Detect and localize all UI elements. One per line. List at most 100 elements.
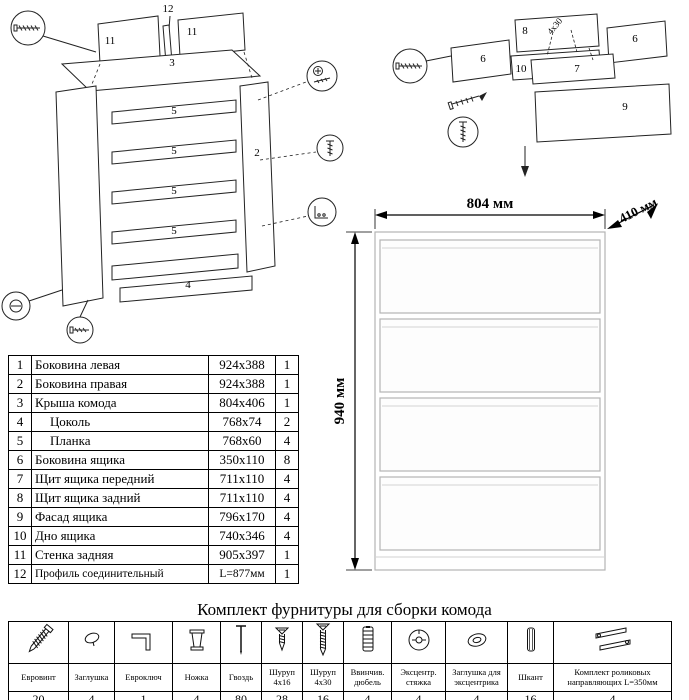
screw-head-icon <box>313 66 331 84</box>
part-name: Щит ящика передний <box>31 469 209 489</box>
part-number: 8 <box>8 488 32 508</box>
part-qty: 4 <box>275 469 299 489</box>
hardware-label: Шуруп 4x16 <box>261 663 303 692</box>
down-arrow-icon <box>521 146 529 177</box>
cam-icon <box>9 299 23 313</box>
screw-16-cell <box>261 621 303 664</box>
callout-6-left: 6 <box>480 53 486 65</box>
callout-2: 2 <box>254 147 260 159</box>
cam-lock-icon <box>408 629 429 651</box>
drawer-axes <box>546 29 594 61</box>
part-qty: 1 <box>275 545 299 565</box>
part-number: 6 <box>8 450 32 470</box>
part-number: 2 <box>8 374 32 394</box>
callout-5b: 5 <box>171 145 177 157</box>
leg-cell <box>172 621 221 664</box>
part-qty: 2 <box>275 412 299 432</box>
callout-5d: 5 <box>171 225 177 237</box>
frame-exploded-diagram: 12 11 11 3 5 5 5 5 2 4 <box>1 3 344 344</box>
part-name: Планка <box>31 431 209 451</box>
hardware-qty: 16 <box>507 691 554 700</box>
hardware-label: Шкант <box>507 663 554 692</box>
euro-screw-icon <box>27 623 54 653</box>
hardware-qty: 20 <box>8 691 69 700</box>
callout-5c: 5 <box>171 185 177 197</box>
hardware-qty: 16 <box>302 691 344 700</box>
part-size: 740x346 <box>208 526 276 546</box>
drawer-exploded-diagram: 8 6 6 10 7 9 4x30 <box>392 13 672 177</box>
part-qty: 1 <box>275 374 299 394</box>
hardware-label: Ввинчив. дюбель <box>343 663 392 692</box>
callout-9: 9 <box>622 101 628 113</box>
depth-label: 410 мм <box>617 195 660 226</box>
table-row: 9 Фасад ящика 796x170 4 <box>8 507 299 527</box>
part-qty: 4 <box>275 488 299 508</box>
part-size: 796x170 <box>208 507 276 527</box>
callout-4: 4 <box>185 279 191 291</box>
table-row: 1 Боковина левая 924x388 1 <box>8 355 299 375</box>
table-row: 8 Щит ящика задний 711x110 4 <box>8 488 299 508</box>
screw-4x30-icon <box>315 623 331 657</box>
part-number: 12 <box>8 564 32 584</box>
callout-7: 7 <box>574 63 580 75</box>
part-number: 9 <box>8 507 32 527</box>
hardware-qty: 28 <box>261 691 303 700</box>
hardware-qty: 4 <box>172 691 221 700</box>
hardware-label: Заглушка <box>68 663 115 692</box>
euro-screw-icon <box>13 24 40 32</box>
table-row: 2 Боковина правая 924x388 1 <box>8 374 299 394</box>
table-row: 6 Боковина ящика 350x110 8 <box>8 450 299 470</box>
part-number: 1 <box>8 355 32 375</box>
callout-10: 10 <box>516 63 528 75</box>
part-size: 711x110 <box>208 469 276 489</box>
part-number: 10 <box>8 526 32 546</box>
part-name: Щит ящика задний <box>31 488 209 508</box>
screw-30-cell <box>302 621 344 664</box>
vertical-screw-icon <box>459 121 467 142</box>
cap-cell <box>68 621 115 664</box>
table-row: 11 Стенка задняя 905x397 1 <box>8 545 299 565</box>
drawer-rails-icon <box>595 627 630 651</box>
screw-in-dowel-icon <box>362 626 373 652</box>
hardware-kit-title: Комплект фурнитуры для сборки комода <box>197 600 492 619</box>
euro-screw-cell <box>8 621 69 664</box>
drawer-grooves <box>375 247 605 558</box>
part-number: 11 <box>8 545 32 565</box>
part-name: Боковина правая <box>31 374 209 394</box>
part-size: 350x110 <box>208 450 276 470</box>
callout-12: 12 <box>163 3 174 15</box>
table-row: 7 Щит ящика передний 711x110 4 <box>8 469 299 489</box>
hex-key-cell <box>114 621 173 664</box>
part-number: 7 <box>8 469 32 489</box>
hardware-label: Гвоздь <box>220 663 262 692</box>
part-number: 5 <box>8 431 32 451</box>
part-size: L=877мм <box>208 564 276 584</box>
part-size: 711x110 <box>208 488 276 508</box>
drawer-panels <box>450 13 672 143</box>
callout-11-left: 11 <box>105 35 116 47</box>
callout-6-right: 6 <box>632 33 638 45</box>
hardware-icons-row <box>8 621 672 664</box>
part-qty: 1 <box>275 355 299 375</box>
part-number: 3 <box>8 393 32 413</box>
depth-dimension <box>607 203 658 229</box>
extension-lines <box>346 209 606 571</box>
screw-icon <box>447 92 487 111</box>
frame-callout-labels: 12 11 11 3 5 5 5 5 2 4 <box>105 3 260 291</box>
table-row: 10 Дно ящика 740x346 4 <box>8 526 299 546</box>
wood-dowel-icon <box>526 627 535 652</box>
part-name: Крыша комода <box>31 393 209 413</box>
screw-4x16-icon <box>274 627 290 652</box>
height-dimension <box>351 232 359 570</box>
part-name: Профиль соединительный <box>31 564 209 584</box>
dresser-body <box>374 231 606 571</box>
hardware-qty-row: 20 4 1 4 80 28 16 4 4 4 16 4 <box>8 691 672 700</box>
hardware-qty: 1 <box>114 691 173 700</box>
width-dimension <box>375 211 605 219</box>
part-size: 768x74 <box>208 412 276 432</box>
part-size: 768x60 <box>208 431 276 451</box>
height-label: 940 мм <box>332 378 348 425</box>
part-name: Боковина левая <box>31 355 209 375</box>
rails-cell <box>553 621 672 664</box>
